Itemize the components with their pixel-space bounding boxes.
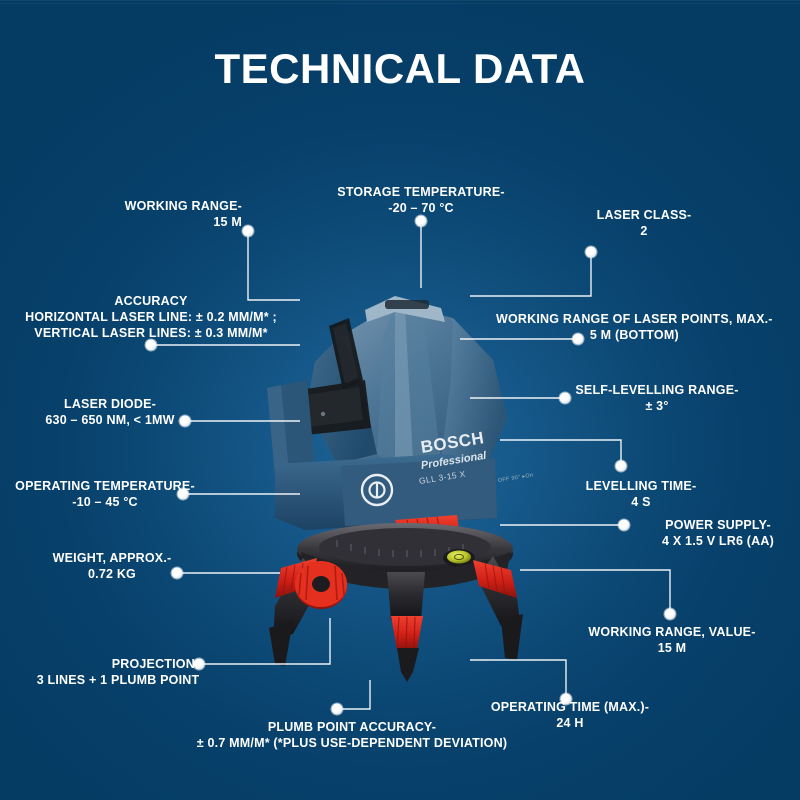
- callout-dot-working-range-laser-points[interactable]: [572, 333, 584, 345]
- callout-self-levelling-range: SELF-LEVELLING RANGE- ± 3°: [575, 382, 738, 414]
- page-title: TECHNICAL DATA: [214, 45, 586, 92]
- callout-dot-projection[interactable]: [193, 658, 205, 670]
- callout-operating-time: OPERATING TIME (MAX.)- 24 H: [491, 699, 649, 731]
- callout-dot-operating-temperature[interactable]: [177, 488, 189, 500]
- callout-working-range-value: WORKING RANGE, VALUE- 15 M: [588, 624, 755, 656]
- wire-levelling-time: [500, 439, 622, 466]
- adjustment-knob-left: [295, 561, 347, 609]
- callout-projection: PROJECTION- 3 LINES + 1 PLUMB POINT: [37, 656, 200, 688]
- callout-title: OPERATING TIME (MAX.)-: [490, 700, 650, 714]
- callout-power-supply: POWER SUPPLY- 4 X 1.5 V LR6 (AA): [662, 517, 774, 549]
- callout-value: 3 LINES + 1 PLUMB POINT: [36, 673, 200, 687]
- callout-value: -20 – 70 °C: [388, 201, 454, 215]
- callout-storage-temperature: STORAGE TEMPERATURE- -20 – 70 °C: [337, 184, 504, 216]
- housing-left-shoulder-hl: [267, 385, 289, 476]
- base-shell: [301, 552, 511, 589]
- callout-title: WORKING RANGE-: [124, 199, 242, 213]
- callout-dot-plumb-point-accuracy[interactable]: [331, 703, 343, 715]
- callout-dot-weight[interactable]: [171, 567, 183, 579]
- callout-value: ± 3°: [645, 399, 669, 413]
- callout-title: POWER SUPPLY-: [665, 518, 771, 532]
- callout-dot-laser-diode[interactable]: [179, 415, 191, 427]
- callout-title: WEIGHT, APPROX.-: [52, 551, 172, 565]
- callout-value2: VERTICAL LASER LINES: ± 0.3 MM/M*: [34, 326, 268, 340]
- top-laser-window: [385, 300, 429, 309]
- callout-value: -10 – 45 °C: [72, 495, 138, 509]
- callout-title: PROJECTION-: [111, 657, 200, 671]
- housing-ridge-highlight: [395, 304, 413, 466]
- tripod-leg-center: [387, 572, 425, 682]
- callout-dot-storage-temperature[interactable]: [415, 215, 427, 227]
- wire-operating-time: [470, 659, 567, 699]
- callout-value: 2: [640, 224, 648, 238]
- callout-title: PLUMB POINT ACCURACY-: [267, 720, 437, 734]
- wire-working-range: [247, 231, 300, 301]
- callout-weight: WEIGHT, APPROX.- 0.72 KG: [53, 550, 172, 582]
- callout-levelling-time: LEVELLING TIME- 4 S: [586, 478, 697, 510]
- tripod-leg-right: [473, 556, 523, 660]
- wire-laser-class: [470, 252, 592, 297]
- callout-title: LASER CLASS-: [596, 208, 692, 222]
- laser-window-lens-dot: [320, 411, 326, 417]
- callout-value: 0.72 KG: [88, 567, 136, 581]
- callout-title: ACCURACY: [114, 294, 188, 308]
- callout-plumb-point-accuracy: PLUMB POINT ACCURACY- ± 0.7 MM/M* (*PLUS…: [197, 719, 507, 751]
- wire-plumb-point-accuracy: [337, 680, 371, 710]
- callout-title: LASER DIODE-: [63, 397, 156, 411]
- callout-value: 4 X 1.5 V LR6 (AA): [662, 534, 774, 548]
- callout-accuracy: ACCURACY HORIZONTAL LASER LINE: ± 0.2 MM…: [25, 293, 277, 341]
- callout-dot-operating-time[interactable]: [560, 693, 572, 705]
- laser-window-upper-left-gloss: [333, 323, 358, 384]
- callout-title: LEVELLING TIME-: [585, 479, 697, 493]
- callout-title: WORKING RANGE, VALUE-: [588, 625, 756, 639]
- callout-value: HORIZONTAL LASER LINE: ± 0.2 MM/M* ;: [25, 310, 277, 324]
- top-hairline: [0, 0, 800, 1]
- callout-value: ± 0.7 MM/M* (*PLUS USE-DEPENDENT DEVIATI…: [196, 736, 508, 750]
- product-image: BOSCH Professional GLL 3-15 X OFF 90° ▸O…: [245, 268, 565, 688]
- callout-value: 15 M: [213, 215, 242, 229]
- callout-value: 4 S: [631, 495, 651, 509]
- callout-dot-working-range-value[interactable]: [664, 608, 676, 620]
- callout-title: STORAGE TEMPERATURE-: [337, 185, 505, 199]
- callout-laser-diode: LASER DIODE- 630 – 650 NM, < 1MW: [45, 396, 174, 428]
- callout-dot-self-levelling-range[interactable]: [559, 392, 571, 404]
- callout-working-range-laser-points: WORKING RANGE OF LASER POINTS, MAX.- 5 M…: [496, 311, 773, 343]
- wire-working-range-value: [520, 569, 671, 614]
- top-hairline: [0, 3, 800, 4]
- callout-title: SELF-LEVELLING RANGE-: [575, 383, 739, 397]
- callout-title: OPERATING TEMPERATURE-: [15, 479, 195, 493]
- turntable-scale-marks: [336, 540, 464, 557]
- bosch-logo-mark: [360, 473, 394, 507]
- callout-dot-levelling-time[interactable]: [615, 460, 627, 472]
- callout-dot-laser-class[interactable]: [585, 246, 597, 258]
- callout-working-range: WORKING RANGE- 15 M: [0, 198, 242, 230]
- callout-dot-working-range[interactable]: [242, 225, 254, 237]
- callout-laser-class: LASER CLASS- 2: [597, 207, 692, 239]
- bubble-level: [443, 549, 475, 567]
- callout-title: WORKING RANGE OF LASER POINTS, MAX.-: [496, 312, 773, 326]
- callout-value: 15 M: [657, 641, 687, 655]
- callout-value: 24 H: [556, 716, 584, 730]
- callout-value: 630 – 650 NM, < 1MW: [45, 413, 175, 427]
- housing-facet-right: [441, 318, 507, 464]
- callout-value: 5 M (BOTTOM): [589, 328, 679, 342]
- callout-operating-temperature: OPERATING TEMPERATURE- -10 – 45 °C: [15, 478, 195, 510]
- callout-dot-power-supply[interactable]: [618, 519, 630, 531]
- wire-projection: [199, 618, 331, 665]
- callout-dot-accuracy[interactable]: [145, 339, 157, 351]
